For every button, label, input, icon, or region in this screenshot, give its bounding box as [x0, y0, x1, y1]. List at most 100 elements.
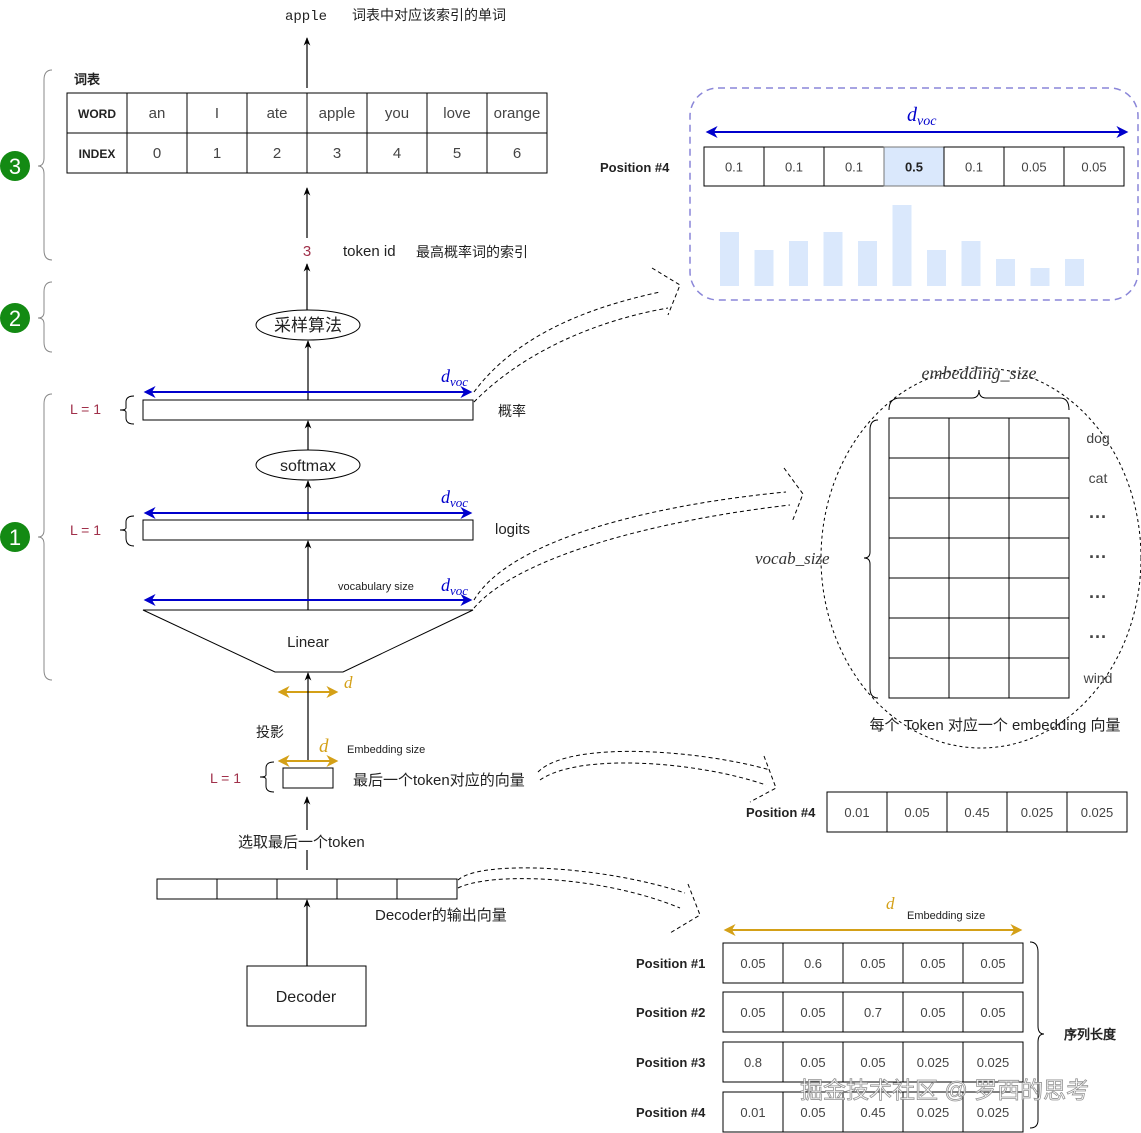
- seq-cell: [962, 942, 1024, 984]
- seq-cell: [902, 991, 964, 1033]
- matrix-caption: 每个 Token 对应一个 embedding 向量: [870, 716, 1121, 734]
- vocab-word: apple: [319, 105, 356, 122]
- prob-label: 概率: [498, 403, 526, 419]
- seq-row-label: Position #4: [636, 1105, 706, 1120]
- prob-bar: [754, 250, 774, 286]
- section-2-brace: [37, 281, 53, 353]
- seq-panel-dim-label: d: [886, 894, 895, 913]
- output-word: apple: [285, 9, 327, 25]
- matrix-row-word: ···: [1089, 587, 1107, 607]
- seq-row-label: Position #3: [636, 1055, 705, 1070]
- vocab-header-text: WORD: [78, 107, 116, 121]
- vocab-index: 5: [453, 145, 461, 162]
- linear-out-note: vocabulary size: [338, 581, 414, 593]
- last-vector-dim-label: d: [319, 736, 329, 757]
- prob-bar: [789, 241, 808, 286]
- linear-in-dim-label: d: [344, 673, 353, 692]
- matrix-cell: [1008, 617, 1070, 659]
- prob-bar: [1030, 268, 1050, 286]
- connector-prob-to-panel: [473, 267, 681, 403]
- prob-cell: [883, 146, 945, 187]
- vocab-index: 1: [213, 145, 221, 162]
- svg-text:1: 1: [9, 525, 21, 550]
- output-word-desc: 词表中对应该索引的单词: [352, 7, 506, 23]
- matrix-row-word: wind: [1083, 670, 1113, 686]
- seq-cell: [722, 991, 784, 1033]
- seq-cell-value: 0.01: [740, 1105, 765, 1120]
- matrix-cell: [888, 577, 950, 619]
- prob-bar: [1065, 259, 1084, 286]
- prob-cell-value: 0.1: [845, 160, 863, 175]
- softmax-node: [255, 449, 361, 481]
- select-last-label: 选取最后一个token: [238, 834, 365, 851]
- vocab-cell: [486, 92, 548, 134]
- vocab-word: you: [385, 105, 409, 122]
- seq-length-label: 序列长度: [1064, 1027, 1117, 1042]
- matrix-row-label: vocab_size: [755, 549, 830, 568]
- logits-dim-label: dvoc: [441, 487, 468, 510]
- matrix-cell: [948, 537, 1010, 579]
- matrix-cell: [888, 657, 950, 699]
- vocab-index: 3: [333, 145, 341, 162]
- seq-cell-value: 0.05: [920, 956, 945, 971]
- matrix-cell: [1008, 417, 1070, 459]
- prob-cell-value: 0.1: [965, 160, 983, 175]
- decoder-output-vector: [156, 878, 458, 900]
- matrix-col-brace: [888, 389, 1070, 411]
- badge-1: 1: [0, 522, 30, 552]
- prob-cell: [1063, 146, 1125, 187]
- decoder-output-cell: [396, 878, 458, 900]
- section-3-brace: [37, 69, 53, 261]
- last-vector-cell-value: 0.45: [964, 805, 989, 820]
- seq-cell-value: 0.05: [980, 956, 1005, 971]
- prob-bar: [927, 250, 946, 286]
- token-id-desc: 最高概率词的索引: [416, 244, 528, 260]
- seq-cell: [842, 1091, 904, 1133]
- prob-bar: [720, 232, 739, 286]
- prob-dim-label: dvoc: [441, 366, 468, 389]
- projection-label: 投影: [256, 724, 284, 740]
- last-vector-brace: [259, 761, 275, 793]
- seq-cell: [722, 942, 784, 984]
- last-vector-cell-value: 0.025: [1081, 805, 1114, 820]
- seq-cell-value: 0.05: [740, 1005, 765, 1020]
- last-vector-cell: [886, 791, 948, 833]
- sampling-label: 采样算法: [274, 316, 342, 335]
- vocab-table-title: 词表: [74, 72, 101, 87]
- seq-cell: [962, 1091, 1024, 1133]
- last-vector-box: [282, 767, 334, 789]
- matrix-cell: [948, 457, 1010, 499]
- connector-decoder-output-to-panel: [457, 867, 701, 934]
- badge-3: 3: [0, 151, 30, 181]
- vocab-index: 2: [273, 145, 281, 162]
- logits-l-label: L = 1: [70, 522, 101, 538]
- matrix-cell: [888, 497, 950, 539]
- vocab-cell: [426, 132, 488, 174]
- last-vector-l-label: L = 1: [210, 770, 241, 786]
- seq-cell: [842, 1041, 904, 1083]
- prob-cell: [823, 146, 885, 187]
- seq-cell: [962, 991, 1024, 1033]
- matrix-cell: [888, 417, 950, 459]
- vocab-cell: [366, 132, 428, 174]
- linear-layer: [142, 609, 474, 673]
- matrix-col-label: embedding_size: [922, 363, 1037, 383]
- seq-cell: [902, 1041, 964, 1083]
- last-vector-label: 最后一个token对应的向量: [353, 771, 525, 789]
- matrix-row-word: ···: [1089, 627, 1107, 647]
- decoder-output-cell: [216, 878, 278, 900]
- vocab-cell: [486, 132, 548, 174]
- prob-bar: [858, 241, 877, 286]
- decoder-label: Decoder: [276, 989, 337, 1006]
- seq-cell: [962, 1041, 1024, 1083]
- matrix-row-word: ···: [1089, 547, 1107, 567]
- matrix-row-word: cat: [1089, 470, 1108, 486]
- prob-cell-value: 0.5: [905, 160, 923, 175]
- prob-cell: [763, 146, 825, 187]
- seq-cell: [902, 942, 964, 984]
- embedding-matrix-grid: [888, 417, 1070, 699]
- vocab-cell: [246, 132, 308, 174]
